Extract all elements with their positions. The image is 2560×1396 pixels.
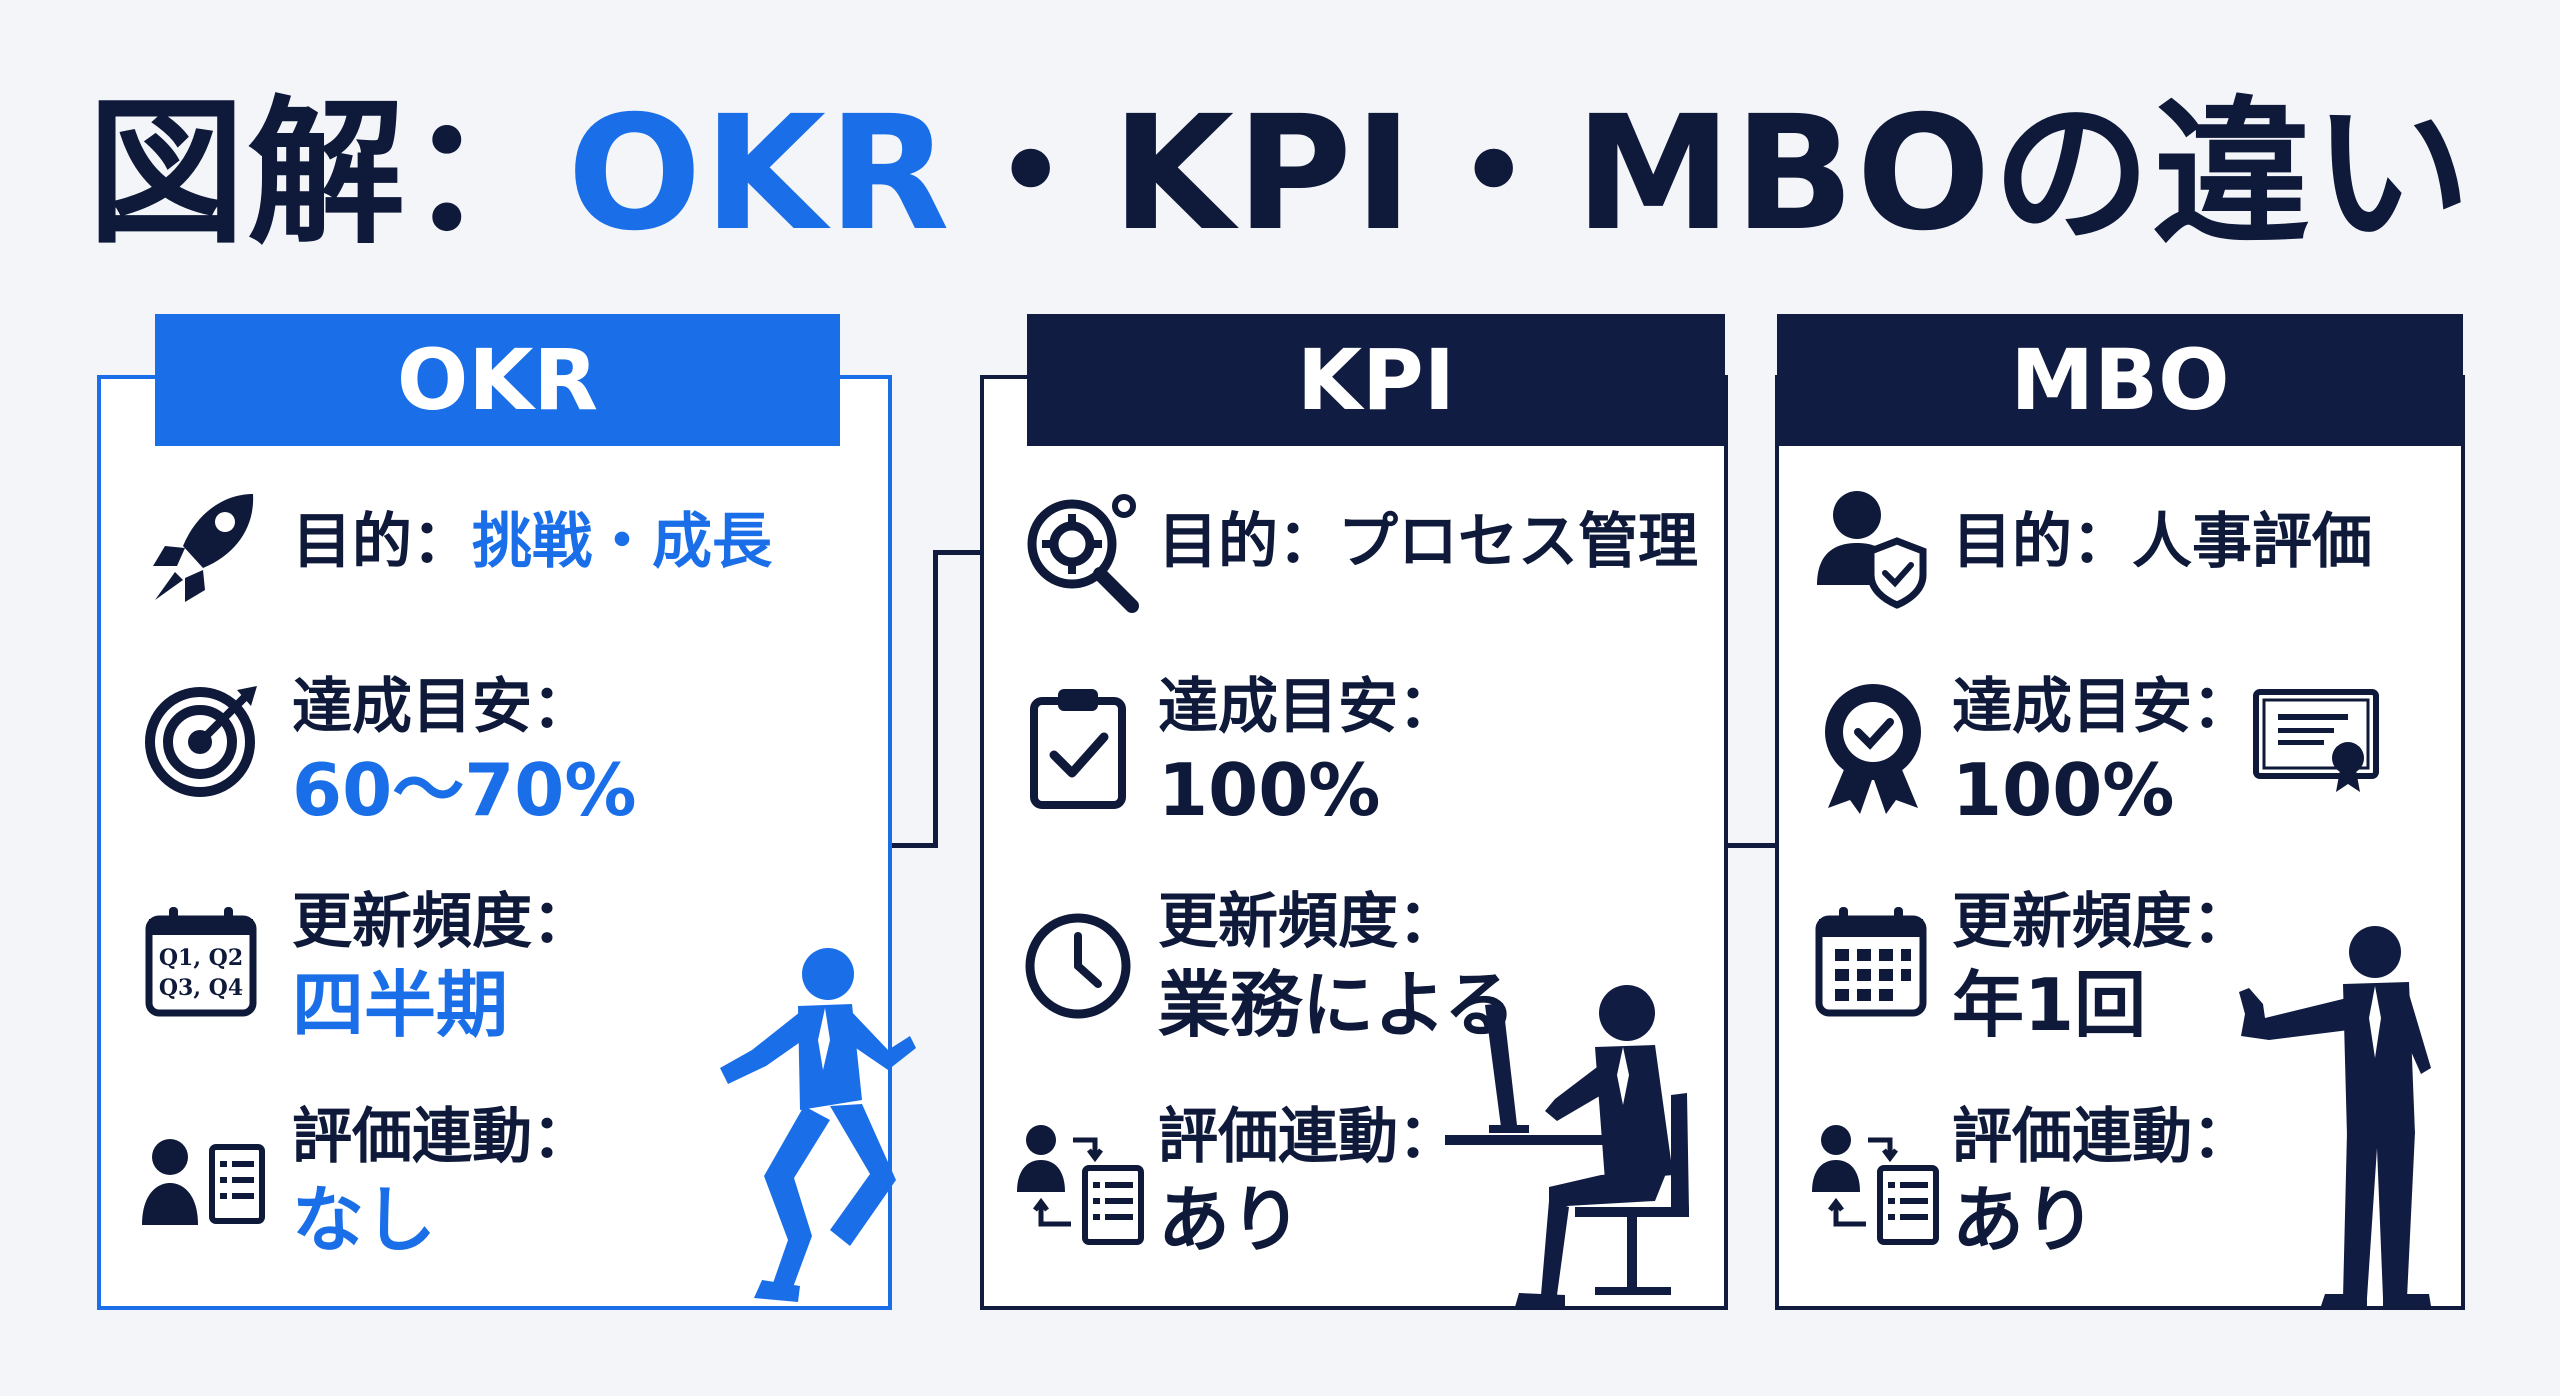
calendar-quarters-line-2: Q3, Q4 — [158, 975, 244, 1001]
evaluation-link-icon — [1812, 1125, 1939, 1245]
kpi-purpose-label: 目的： — [1158, 507, 1338, 577]
connector-okr-kpi-vertical — [933, 550, 938, 848]
mbo-target-value: 100% — [1952, 748, 2175, 832]
calendar-quarters-line-1: Q1, Q2 — [158, 945, 244, 971]
certificate-icon — [2253, 689, 2379, 792]
mbo-evaluation-value: あり — [1952, 1178, 2097, 1262]
okr-row-evaluation: 評価連動： なし — [292, 1100, 592, 1265]
clipboard-check-icon — [1030, 689, 1126, 809]
kpi-target-label: 達成目安： — [1158, 672, 1458, 742]
running-businessman-illustration — [720, 948, 916, 1302]
award-badge-icon — [1825, 684, 1921, 814]
calendar-grid-icon — [1815, 907, 1927, 1017]
kpi-frequency-label: 更新頻度： — [1158, 887, 1458, 957]
okr-card-header: OKR — [155, 314, 840, 446]
title-prefix: 図解： — [87, 82, 568, 266]
clock-icon — [1025, 913, 1131, 1019]
mbo-row-purpose: 目的：人事評価 — [1952, 505, 2372, 580]
okr-row-frequency: 更新頻度： 四半期 — [292, 885, 592, 1050]
evaluation-link-icon — [1017, 1125, 1144, 1245]
connector-kpi-mbo — [1724, 843, 1779, 848]
mbo-purpose-label: 目的： — [1952, 507, 2132, 577]
mbo-purpose-value: 人事評価 — [2132, 507, 2372, 577]
calendar-quarters-icon: Q1, Q2 Q3, Q4 — [145, 905, 257, 1017]
rocket-icon — [153, 494, 254, 602]
okr-purpose-label: 目的： — [292, 507, 472, 577]
evaluation-link-icon — [142, 1139, 265, 1225]
connector-okr-kpi — [888, 843, 936, 848]
businessman-at-computer-illustration — [1445, 985, 1689, 1307]
mbo-frequency-label: 更新頻度： — [1952, 887, 2252, 957]
okr-purpose-value: 挑戦・成長 — [472, 507, 772, 577]
mbo-row-target: 達成目安： 100% — [1952, 670, 2252, 835]
okr-frequency-value: 四半期 — [292, 963, 509, 1047]
okr-row-target: 達成目安： 60〜70% — [292, 670, 637, 835]
kpi-row-target: 達成目安： 100% — [1158, 670, 1458, 835]
okr-evaluation-label: 評価連動： — [292, 1102, 592, 1172]
kpi-evaluation-value: あり — [1158, 1178, 1303, 1262]
mbo-row-evaluation: 評価連動： あり — [1952, 1100, 2252, 1265]
kpi-frequency-value: 業務による — [1158, 963, 1516, 1047]
okr-target-value: 60〜70% — [292, 748, 637, 832]
kpi-row-purpose: 目的：プロセス管理 — [1158, 505, 1698, 580]
kpi-row-frequency: 更新頻度： 業務による — [1158, 885, 1516, 1050]
mbo-evaluation-label: 評価連動： — [1952, 1102, 2252, 1172]
kpi-card-header: KPI — [1027, 314, 1725, 446]
okr-frequency-label: 更新頻度： — [292, 887, 592, 957]
gear-magnifier-icon — [1027, 494, 1139, 613]
okr-evaluation-value: なし — [292, 1178, 437, 1262]
okr-row-purpose: 目的：挑戦・成長 — [292, 505, 772, 580]
businessman-stop-gesture-illustration — [2239, 926, 2431, 1306]
mbo-row-frequency: 更新頻度： 年1回 — [1952, 885, 2252, 1050]
connector-okr-kpi-top — [933, 550, 983, 555]
mbo-target-label: 達成目安： — [1952, 672, 2252, 742]
title-suffix: ・KPI・MBOの違い — [951, 82, 2473, 266]
page-title: 図解：OKR・KPI・MBOの違い — [0, 95, 2560, 253]
mbo-frequency-value: 年1回 — [1952, 963, 2147, 1047]
kpi-target-value: 100% — [1158, 748, 1381, 832]
kpi-evaluation-label: 評価連動： — [1158, 1102, 1458, 1172]
kpi-purpose-value: プロセス管理 — [1338, 507, 1698, 577]
okr-target-label: 達成目安： — [292, 672, 592, 742]
person-shield-icon — [1817, 491, 1927, 609]
target-icon — [145, 686, 257, 797]
title-highlight: OKR — [567, 82, 952, 266]
kpi-row-evaluation: 評価連動： あり — [1158, 1100, 1458, 1265]
mbo-card-header: MBO — [1777, 314, 2463, 446]
